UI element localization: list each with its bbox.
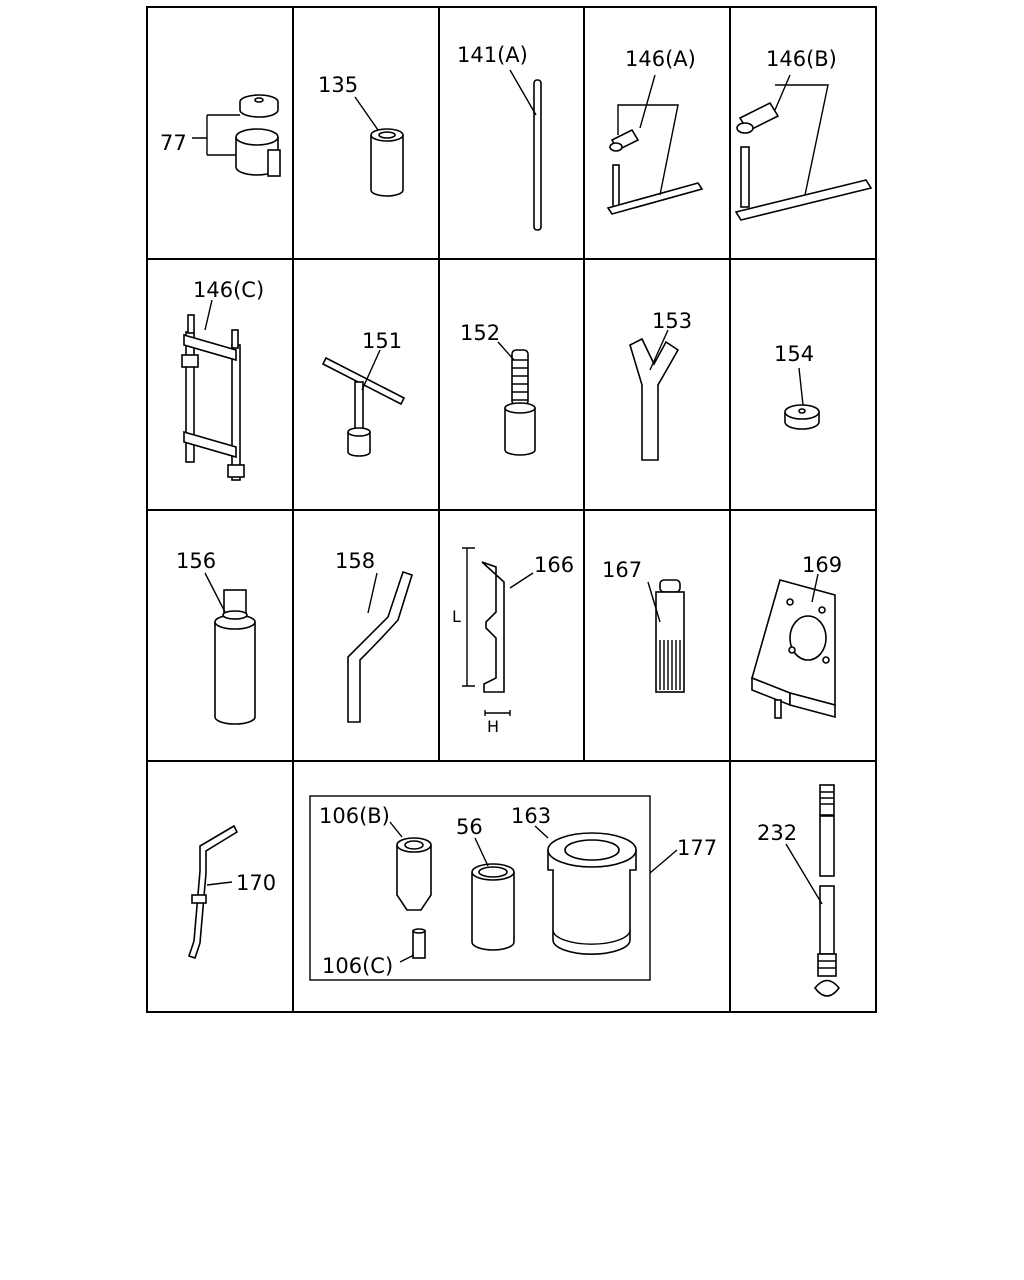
part-label-169: 169 (802, 553, 842, 577)
part-label-146c: 146(C) (193, 278, 264, 302)
part-label-154: 154 (774, 342, 814, 366)
part-152-threaded-adapter[interactable]: 152 (460, 321, 536, 456)
part-label-151: 151 (362, 329, 402, 353)
part-106c-pin[interactable]: 106(C) (322, 928, 426, 978)
part-label-156: 156 (176, 549, 216, 573)
part-label-167: 167 (602, 558, 642, 582)
part-135-sleeve[interactable]: 135 (318, 73, 404, 197)
part-156-slide-hammer[interactable]: 156 (176, 549, 256, 725)
part-label-146b: 146(B) (766, 47, 837, 71)
part-label-170: 170 (236, 871, 276, 895)
part-232-hose[interactable]: 232 (757, 784, 841, 997)
part-146b-puller[interactable]: 146(B) (734, 47, 873, 221)
part-label-141a: 141(A) (457, 43, 528, 67)
part-label-163: 163 (511, 804, 551, 828)
part-label-77: 77 (160, 131, 187, 155)
part-154-knurled-nut[interactable]: 154 (774, 342, 820, 430)
part-label-135: 135 (318, 73, 358, 97)
part-163-bushing[interactable]: 163 (511, 804, 637, 955)
part-177-installer-set[interactable]: 177 106(B) 106(C) 56 (309, 795, 717, 981)
dimension-label-H: H (487, 717, 499, 736)
part-141a-rod[interactable]: 141(A) (457, 43, 542, 231)
part-153-spanner[interactable]: 153 (629, 309, 692, 461)
part-146a-puller[interactable]: 146(A) (606, 47, 704, 215)
part-label-106b: 106(B) (319, 804, 390, 828)
part-106b-installer[interactable]: 106(B) (319, 804, 432, 911)
part-label-56: 56 (456, 815, 483, 839)
part-151-t-handle[interactable]: 151 (321, 329, 406, 457)
part-77-collar-set[interactable]: 77 (160, 94, 281, 177)
part-label-158: 158 (335, 549, 375, 573)
dimension-label-L: L (452, 607, 461, 626)
part-label-177: 177 (677, 836, 717, 860)
part-169-mounting-bracket[interactable]: 169 (751, 553, 842, 719)
part-label-166: 166 (534, 553, 574, 577)
part-166-gauge-plate[interactable]: 166 L H (452, 547, 574, 736)
part-170-bent-rod[interactable]: 170 (187, 824, 276, 960)
part-label-232: 232 (757, 821, 797, 845)
part-56-sleeve[interactable]: 56 (456, 815, 515, 951)
part-label-152: 152 (460, 321, 500, 345)
part-158-offset-lever[interactable]: 158 (335, 549, 413, 723)
part-167-knurled-drift[interactable]: 167 (602, 558, 685, 693)
part-label-106c: 106(C) (322, 954, 393, 978)
part-label-153: 153 (652, 309, 692, 333)
part-label-146a: 146(A) (625, 47, 696, 71)
part-146c-puller-frame[interactable]: 146(C) (181, 278, 264, 481)
parts-grid (146, 6, 877, 1013)
